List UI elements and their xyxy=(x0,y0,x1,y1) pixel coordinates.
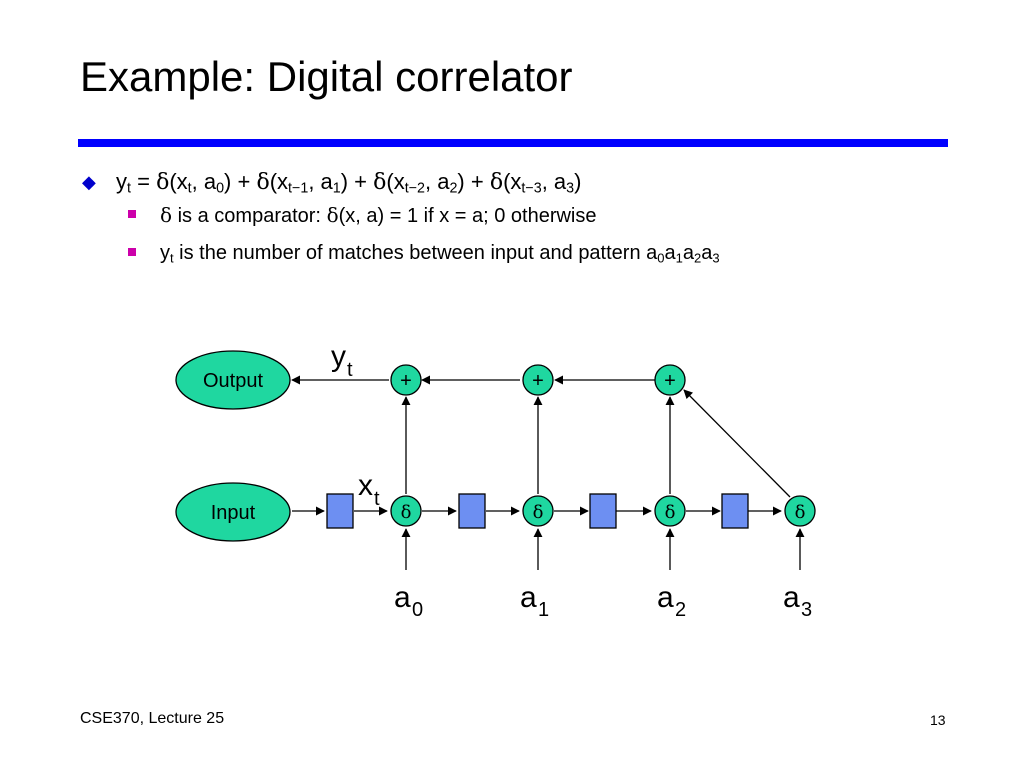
square-bullet-icon xyxy=(128,210,136,218)
diamond-bullet-icon: ◆ xyxy=(82,172,96,192)
comparator-node: δ xyxy=(522,495,554,527)
svg-text:a: a xyxy=(520,581,537,614)
svg-text:δ: δ xyxy=(665,502,676,523)
svg-text:+: + xyxy=(664,370,676,392)
title-underline xyxy=(78,139,948,147)
square-bullet-icon xyxy=(128,248,136,256)
pattern-label-a3: a 3 xyxy=(783,581,812,621)
svg-text:a: a xyxy=(657,581,674,614)
svg-text:2: 2 xyxy=(675,599,686,621)
svg-text:x: x xyxy=(358,469,373,502)
svg-text:3: 3 xyxy=(801,599,812,621)
svg-text:δ: δ xyxy=(401,502,412,523)
yt-label: y t xyxy=(331,340,353,381)
adder-node: + xyxy=(522,364,554,396)
footer-course: CSE370, Lecture 25 xyxy=(80,710,225,727)
comparator-node: δ xyxy=(784,495,816,527)
comparator-node: δ xyxy=(654,495,686,527)
pattern-label-a2: a 2 xyxy=(657,581,686,621)
shift-register xyxy=(589,493,617,529)
shift-register xyxy=(326,493,354,529)
svg-text:δ: δ xyxy=(795,502,806,523)
adder-node: + xyxy=(390,364,422,396)
svg-text:1: 1 xyxy=(538,599,549,621)
output-node xyxy=(175,350,291,410)
input-label: Input xyxy=(211,502,256,524)
arrow-comp3-to-adder2 xyxy=(683,389,791,498)
svg-text:+: + xyxy=(400,370,412,392)
svg-text:a: a xyxy=(394,581,411,614)
svg-text:0: 0 xyxy=(412,599,423,621)
adder-node: + xyxy=(654,364,686,396)
slide-title: Example: Digital correlator xyxy=(80,53,573,100)
comparator-node: δ xyxy=(390,495,422,527)
xt-label: x t xyxy=(358,469,380,510)
page-number: 13 xyxy=(930,712,946,728)
pattern-label-a0: a 0 xyxy=(394,581,423,621)
shift-register xyxy=(458,493,486,529)
shift-register xyxy=(721,493,749,529)
svg-text:t: t xyxy=(374,488,380,510)
pattern-label-a1: a 1 xyxy=(520,581,549,621)
correlator-equation: yt = δ(xt, a0) + δ(xt−1, a1) + δ(xt−2, a… xyxy=(116,169,582,197)
svg-text:δ: δ xyxy=(533,502,544,523)
svg-text:t: t xyxy=(347,359,353,381)
svg-text:+: + xyxy=(532,370,544,392)
input-node xyxy=(175,482,291,542)
svg-text:a: a xyxy=(783,581,800,614)
svg-text:y: y xyxy=(331,340,346,373)
output-label: Output xyxy=(203,370,263,392)
